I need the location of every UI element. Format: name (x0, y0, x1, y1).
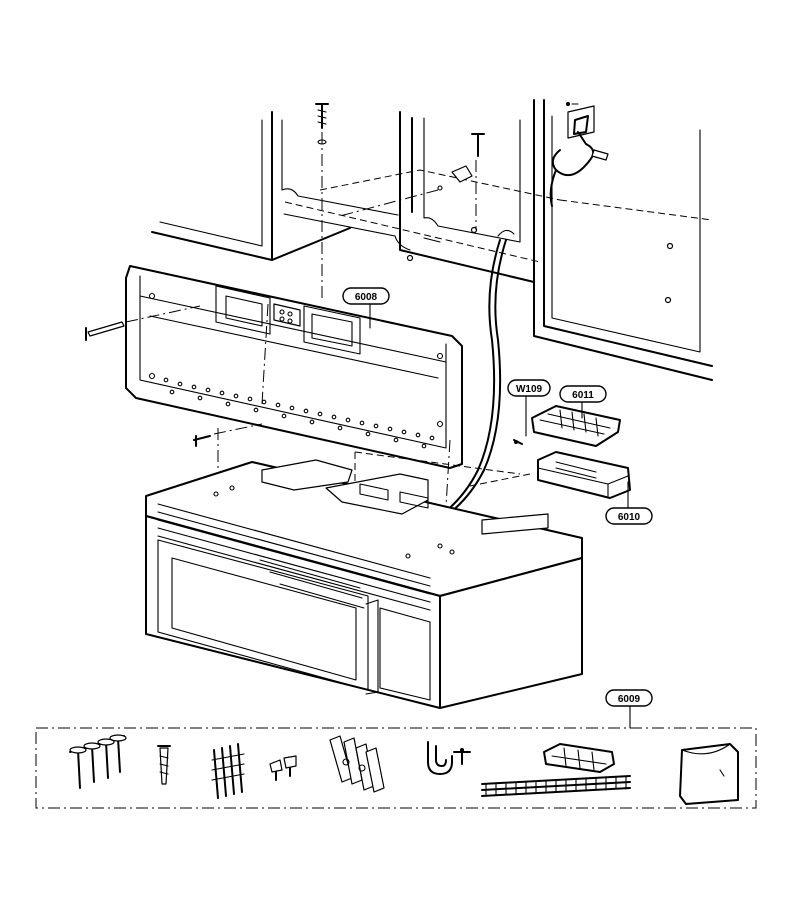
callout-w109-label: W109 (516, 384, 543, 395)
callout-w109: W109 (507, 379, 551, 397)
callout-6011: 6011 (559, 385, 607, 403)
callout-6009: 6009 (605, 689, 653, 707)
callout-6011-label: 6011 (572, 390, 594, 401)
wall-cabinets (151, 99, 713, 381)
power-outlet (549, 102, 609, 207)
kit-long-screws (69, 734, 127, 789)
mounting-plate (125, 265, 463, 469)
callout-6009-label: 6009 (618, 694, 641, 705)
kit-template-pouch (679, 743, 739, 805)
kit-foam-strips (481, 775, 631, 797)
exhaust-cover-part (531, 405, 621, 447)
installation-kit-box (35, 727, 757, 809)
top-screws (315, 103, 485, 300)
kit-anchor-screw (157, 745, 171, 785)
callout-6010-label: 6010 (618, 512, 641, 523)
screw-w109 (513, 439, 523, 445)
plate-hole-row (163, 377, 435, 449)
kit-damper-piece (543, 743, 615, 773)
kit-small-screws (269, 755, 297, 781)
microwave-oven (145, 459, 583, 709)
kit-clamp (427, 741, 471, 775)
callout-6008-label: 6008 (355, 292, 378, 303)
callout-6008: 6008 (342, 287, 390, 305)
kit-wing-toggles (329, 735, 385, 793)
damper-part (469, 451, 631, 499)
kit-toggle-bolts (211, 743, 245, 799)
callout-6010: 6010 (605, 507, 653, 525)
side-screws (85, 305, 263, 447)
